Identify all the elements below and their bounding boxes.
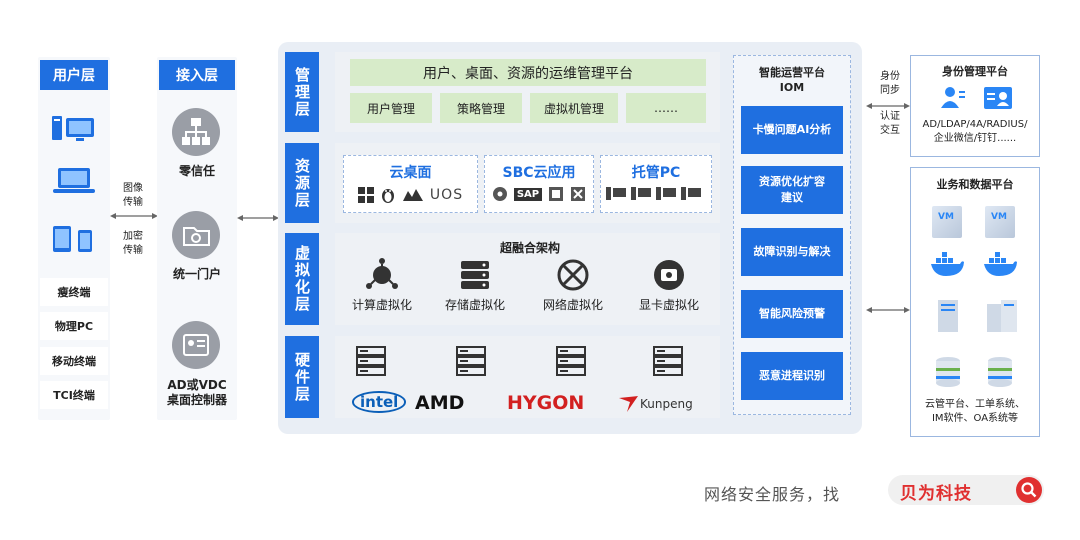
layer-label-management: 管理层 [285,52,319,132]
ops-management-platform: 用户、桌面、资源的运维管理平台 [350,59,706,86]
iom-item-fault-resolution: 故障识别与解决 [741,228,843,276]
vm-label: VM [991,212,1007,222]
resource-card-sbc-app: SBC云应用 SAP [484,155,594,213]
linux-icon [381,189,394,203]
vdc-controller-icon [172,321,220,369]
excel-icon [571,187,586,201]
link-label-image-transfer: 图像传输 [123,183,143,208]
windows-icon [357,187,374,203]
gpu-virtualization-icon [654,260,684,290]
endpoint-tci: TCI终端 [40,381,108,409]
iom-item-risk-warning: 智能风险预警 [741,290,843,338]
resource-card-hosted-pc: 托管PC [600,155,712,213]
iom-item-ai-analysis: 卡慢问题AI分析 [741,106,843,154]
endpoint-thin-client: 瘦终端 [40,278,108,306]
network-virtualization-icon [557,259,589,291]
server-icon [456,346,486,376]
virt-item-compute: 计算虚拟化 [337,258,427,313]
database-icon [988,357,1012,387]
resource-card-cloud-desktop: 云桌面 UOS [343,155,478,213]
docker-icon [984,252,1017,276]
id-card-icon [984,87,1012,109]
identity-platform-desc: AD/LDAP/4A/RADIUS/企业微信/钉钉...... [922,119,1028,144]
link-label-encrypted-transfer: 加密传输 [123,231,143,256]
database-icon [936,357,960,387]
footer-search-pill[interactable]: 贝为科技 [888,475,1044,505]
compute-virtualization-icon [366,258,398,289]
virt-item-network: 网络虚拟化 [528,258,618,313]
iom-item-malicious-process: 恶意进程识别 [741,352,843,400]
vendor-kunpeng: Kunpeng [640,397,693,411]
layer-label-hardware: 硬件层 [285,336,319,418]
link-label-identity-sync: 身份同步 [880,71,900,96]
link-label-auth-interaction: 认证交互 [880,111,900,136]
access-item-unified-portal: 统一门户 [172,267,221,281]
module-more: …… [626,93,706,123]
footer-slogan: 网络安全服务，找 [704,485,841,504]
endpoint-physical-pc: 物理PC [40,312,108,340]
disc-icon [492,187,507,201]
vendor-amd: AMD [415,392,465,414]
user-layer-header: 用户层 [40,60,108,90]
desktop-pc-icon [52,116,94,141]
search-icon[interactable] [1016,477,1042,503]
hci-architecture-title: 超融合架构 [499,241,560,255]
unified-portal-icon [172,211,220,259]
identity-platform-title: 身份管理平台 [942,65,1008,78]
business-platform-title: 业务和数据平台 [936,178,1014,191]
bidirectional-arrow-icon [866,103,910,109]
module-user-management: 用户管理 [350,93,432,123]
vendor-intel: intel [352,391,407,413]
identity-platform-panel [910,55,1040,157]
vm-box: VM [932,206,962,238]
storage-virtualization-icon [461,261,489,289]
user-id-icon [941,87,965,108]
vm-label: VM [938,212,954,222]
bidirectional-arrow-icon [866,307,910,313]
bidirectional-arrow-icon [237,215,279,221]
virt-item-gpu: 显卡虚拟化 [624,258,714,313]
vm-box: VM [985,206,1015,238]
business-platform-desc: 云管平台、工单系统、IM软件、OA系统等 [925,399,1025,424]
docker-icon [931,252,964,276]
access-item-zero-trust: 零信任 [178,164,215,178]
mobile-device-icon [53,226,92,252]
vendor-hygon: HYGON [507,392,585,414]
module-policy-management: 策略管理 [440,93,522,123]
footer-brand: 贝为科技 [900,484,972,504]
uos-logo-text: UOS [429,187,464,203]
hosted-pc-icon [606,187,701,200]
business-platform-panel [910,167,1040,437]
sap-logo-text: SAP [513,187,543,201]
server-tower-icon [987,300,1017,332]
laptop-icon [53,168,95,193]
kunpeng-logo-icon [619,396,638,412]
bidirectional-arrow-icon [110,213,158,219]
kylin-icon [402,189,423,201]
server-icon [556,346,586,376]
access-layer-header: 接入层 [159,60,235,90]
layer-label-virtualization: 虚拟化层 [285,233,319,325]
server-icon [356,346,386,376]
endpoint-mobile: 移动终端 [40,347,108,375]
office-icon [549,187,564,201]
server-icon [653,346,683,376]
iom-item-resource-optimization: 资源优化扩容建议 [741,166,843,214]
layer-label-resource: 资源层 [285,143,319,223]
virt-item-storage: 存储虚拟化 [430,258,520,313]
module-vm-management: 虚拟机管理 [530,93,618,123]
zero-trust-icon [172,108,220,156]
server-tower-icon [938,300,958,332]
